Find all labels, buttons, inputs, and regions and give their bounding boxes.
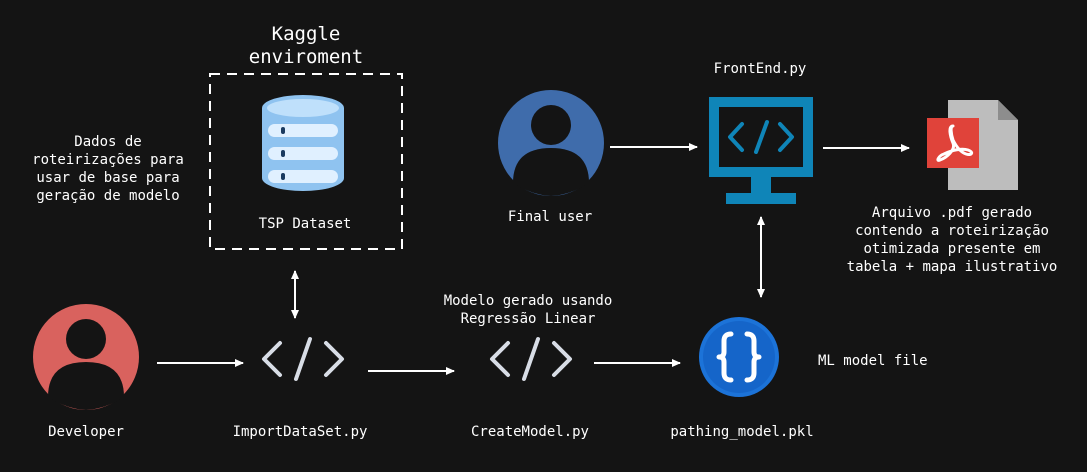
monitor-code-icon — [709, 97, 813, 204]
model-file-note: ML model file — [818, 353, 928, 369]
kaggle-title: Kaggle enviroment — [210, 23, 402, 69]
final-user-icon — [498, 90, 604, 196]
create-model-note: Modelo gerado usando Regressão Linear — [443, 293, 613, 327]
dataset-label: TSP Dataset — [258, 216, 352, 232]
create-model-label: CreateModel.py — [470, 424, 589, 440]
developer-icon — [33, 304, 139, 410]
model-file-label: pathing_model.pkl — [670, 424, 814, 440]
import-dataset-label: ImportDataSet.py — [232, 424, 368, 440]
pdf-file-icon — [927, 100, 1018, 190]
kaggle-title-line1: Kaggle — [271, 23, 341, 45]
frontend-label: FrontEnd.py — [713, 61, 807, 77]
kaggle-title-line2: enviroment — [248, 46, 364, 68]
import-dataset-code-icon — [262, 337, 344, 381]
database-icon — [262, 95, 344, 191]
dataset-description: Dados de roteirizações para usar de base… — [32, 134, 184, 204]
final-user-label: Final user — [507, 209, 593, 225]
pdf-description: Arquivo .pdf gerado contendo a roteiriza… — [846, 205, 1058, 275]
create-model-code-icon — [490, 337, 572, 381]
kaggle-environment-box — [209, 73, 403, 250]
developer-label: Developer — [48, 424, 124, 440]
json-braces-icon — [699, 317, 779, 397]
